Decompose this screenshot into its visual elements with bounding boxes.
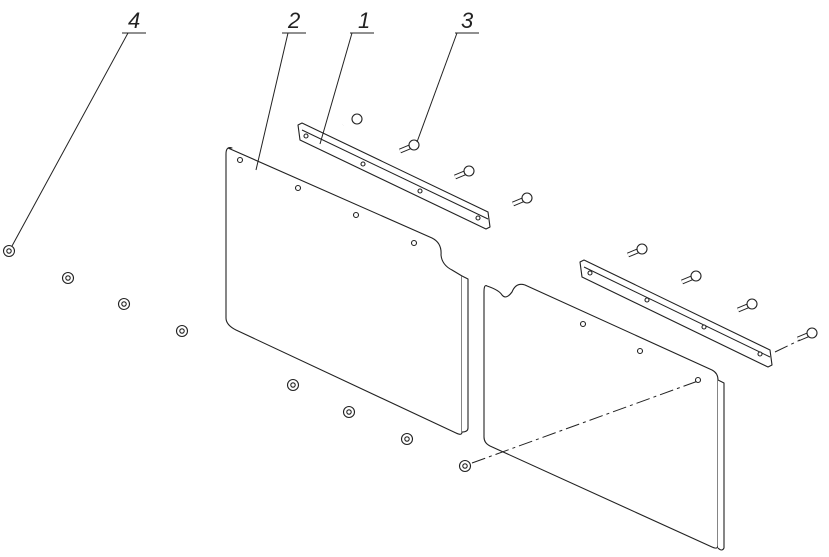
nuts bbox=[2, 244, 472, 473]
nut bbox=[342, 405, 356, 419]
bolt bbox=[512, 192, 533, 207]
nut bbox=[458, 459, 472, 473]
callout-4: 4 bbox=[11, 8, 146, 247]
nut bbox=[175, 324, 189, 338]
callout-label: 4 bbox=[128, 8, 140, 33]
bolt bbox=[342, 113, 363, 127]
callout-label: 3 bbox=[461, 8, 474, 33]
bolt bbox=[454, 165, 475, 180]
callout-1: 1 bbox=[319, 8, 374, 145]
bolts bbox=[342, 113, 818, 342]
nut bbox=[61, 271, 75, 285]
bolt bbox=[737, 298, 758, 313]
nut bbox=[117, 297, 131, 311]
plate-left bbox=[225, 147, 469, 435]
rail-upper bbox=[297, 122, 491, 230]
rail-lower bbox=[579, 259, 773, 368]
bolt bbox=[681, 270, 702, 285]
bolt bbox=[399, 139, 420, 154]
nut bbox=[400, 432, 414, 446]
bolt bbox=[627, 243, 648, 258]
nut bbox=[286, 378, 300, 392]
assembly-axis bbox=[471, 339, 801, 464]
callout-2: 2 bbox=[255, 8, 306, 171]
bolt bbox=[797, 327, 818, 342]
callout-label: 1 bbox=[358, 8, 370, 33]
callout-label: 2 bbox=[287, 8, 300, 33]
nut bbox=[2, 244, 16, 258]
callout-3: 3 bbox=[416, 8, 479, 143]
